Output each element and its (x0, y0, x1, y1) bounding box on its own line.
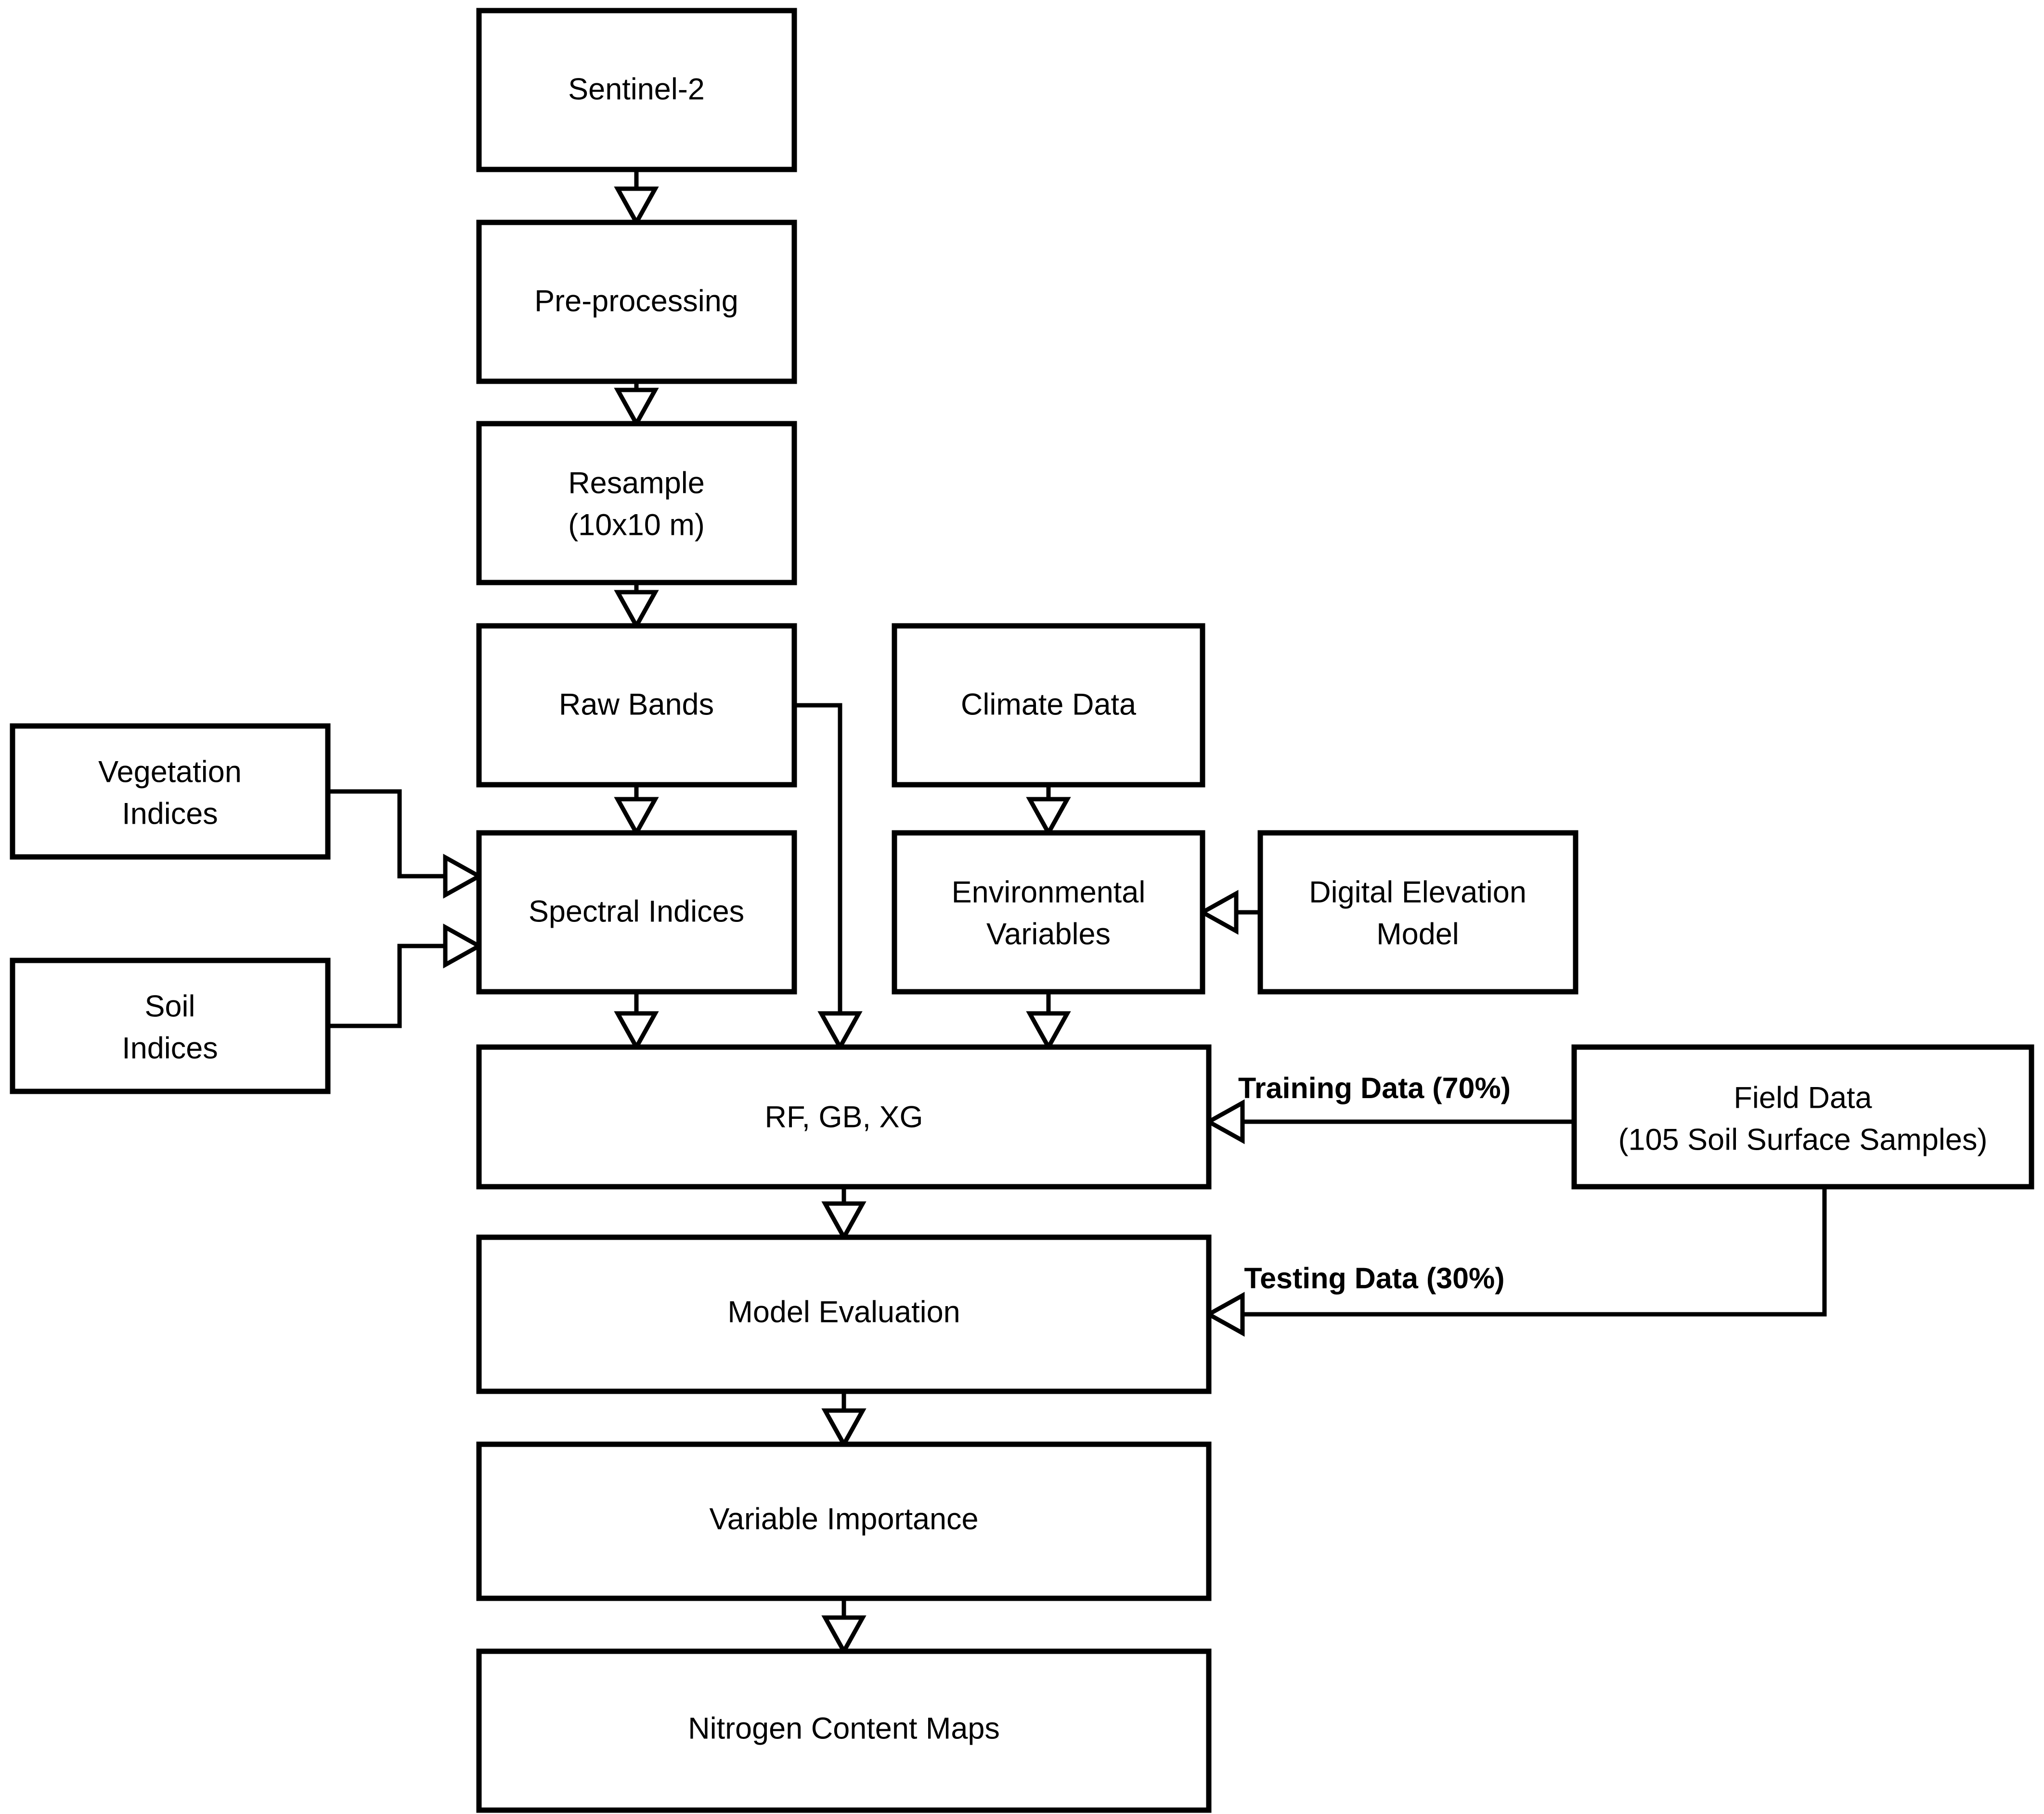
edge-envvars-to-models (1026, 992, 1071, 1052)
node-sentinel2-label: Sentinel-2 (568, 73, 705, 106)
edge-label-testing-data: Testing Data (30%) (1244, 1262, 1504, 1295)
edge-preprocess-to-resample (614, 381, 659, 428)
edge-fielddata-to-models (1204, 1099, 1574, 1144)
node-digital-elevation-model-label-line1: Digital Elevation (1309, 876, 1527, 909)
node-models-label: RF, GB, XG (764, 1101, 923, 1134)
node-soil-indices-label-line1: Soil (144, 990, 195, 1024)
edge-fielddata-to-modeleval (1204, 1187, 1827, 1337)
node-environmental-variables[interactable]: Environmental Variables (892, 830, 1205, 995)
node-nitrogen-content-maps[interactable]: Nitrogen Content Maps (476, 1648, 1212, 1813)
node-vegetation-indices[interactable]: Vegetation Indices (10, 723, 331, 860)
edge-soilindices-to-spectral (328, 923, 484, 1028)
edge-climate-to-envvars (1026, 785, 1071, 838)
node-spectral-indices[interactable]: Spectral Indices (476, 830, 797, 995)
node-environmental-variables-label-line1: Environmental (952, 876, 1146, 909)
edge-sentinel2-to-preprocess (614, 169, 659, 227)
node-sentinel2[interactable]: Sentinel-2 (476, 8, 797, 172)
node-field-data-label-line2: (105 Soil Surface Samples) (1618, 1123, 1988, 1157)
node-vegetation-indices-label-line1: Vegetation (98, 755, 242, 789)
edge-rawbands-to-models (794, 703, 863, 1052)
node-vegetation-indices-label-line2: Indices (122, 797, 218, 831)
node-model-evaluation-label: Model Evaluation (727, 1296, 960, 1329)
edge-vegindices-to-spectral (328, 789, 484, 899)
node-environmental-variables-label-line2: Variables (986, 918, 1111, 951)
edge-varimp-to-nitrogen (821, 1598, 867, 1656)
node-resample[interactable]: Resample (10x10 m) (476, 421, 797, 585)
edge-rawbands-to-spectral (614, 785, 659, 838)
node-model-evaluation[interactable]: Model Evaluation (476, 1234, 1212, 1394)
edge-models-to-modeleval (821, 1187, 867, 1242)
node-rawbands-label: Raw Bands (559, 688, 714, 722)
edge-labels-layer: Training Data (70%) Testing Data (30%) (1238, 1072, 1511, 1295)
edge-label-training-data: Training Data (70%) (1238, 1072, 1511, 1104)
node-climate-data-label: Climate Data (961, 688, 1137, 722)
node-soil-indices-label-line2: Indices (122, 1032, 218, 1065)
node-preprocess[interactable]: Pre-processing (476, 220, 797, 384)
nodes-layer: Sentinel-2 Pre-processing Resample (10x1… (10, 8, 2034, 1813)
node-models[interactable]: RF, GB, XG (476, 1044, 1212, 1190)
node-digital-elevation-model[interactable]: Digital Elevation Model (1257, 830, 1578, 995)
node-variable-importance-label: Variable Importance (709, 1503, 978, 1536)
node-digital-elevation-model-label-line2: Model (1376, 918, 1459, 951)
node-resample-label-line2: (10x10 m) (568, 508, 705, 542)
edge-dem-to-envvars (1198, 890, 1260, 935)
node-climate-data[interactable]: Climate Data (892, 623, 1205, 788)
node-resample-label-line1: Resample (568, 466, 705, 500)
edges-layer (328, 169, 1827, 1656)
node-variable-importance[interactable]: Variable Importance (476, 1441, 1212, 1601)
node-spectral-indices-label: Spectral Indices (529, 895, 744, 929)
node-preprocess-label: Pre-processing (534, 285, 738, 318)
node-rawbands[interactable]: Raw Bands (476, 623, 797, 788)
node-field-data[interactable]: Field Data (105 Soil Surface Samples) (1571, 1044, 2034, 1190)
edge-resample-to-rawbands (614, 583, 659, 631)
edge-spectral-to-models (614, 992, 659, 1052)
node-field-data-label-line1: Field Data (1734, 1081, 1872, 1115)
node-nitrogen-content-maps-label: Nitrogen Content Maps (688, 1712, 1000, 1746)
node-soil-indices[interactable]: Soil Indices (10, 958, 331, 1094)
edge-modeleval-to-varimp (821, 1391, 867, 1449)
